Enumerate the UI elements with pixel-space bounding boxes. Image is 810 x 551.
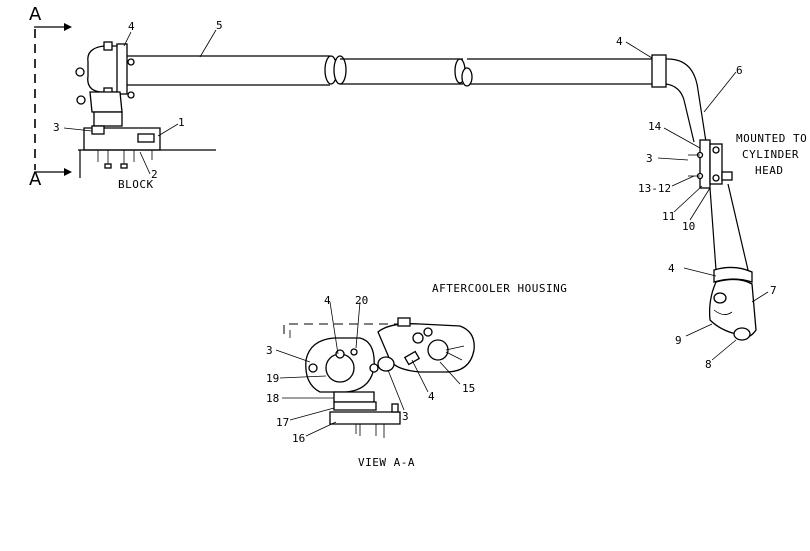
tube-5 (127, 55, 654, 87)
callout-4: 4 (616, 35, 623, 48)
callout-9: 9 (675, 334, 682, 347)
view-a-a-drawing (283, 317, 475, 438)
callout-3: 3 (53, 121, 60, 134)
callout-20: 20 (355, 294, 368, 307)
arrow-right-icon (64, 23, 72, 31)
leader-lines (63, 29, 769, 437)
callout-11: 11 (662, 210, 675, 223)
mounted-label-line1: MOUNTED TO (736, 132, 807, 145)
section-marker-bottom: A (29, 168, 72, 190)
callout-13-12: 13-12 (638, 182, 671, 195)
callout-5: 5 (216, 19, 223, 32)
callout-18: 18 (266, 392, 279, 405)
callout-17: 17 (276, 416, 289, 429)
callout-4: 4 (324, 294, 331, 307)
callout-10: 10 (682, 220, 695, 233)
left-elbow-fitting (75, 41, 161, 169)
callout-14: 14 (648, 120, 662, 133)
section-marker-top: A (29, 4, 72, 31)
right-riser (651, 54, 757, 341)
mounted-label-line2: CYLINDER (742, 148, 799, 161)
section-letter-top: A (29, 4, 42, 25)
callout-16: 16 (292, 432, 305, 445)
mounted-label-line3: HEAD (755, 164, 784, 177)
callout-15: 15 (462, 382, 475, 395)
callout-3: 3 (266, 344, 273, 357)
callout-7: 7 (770, 284, 777, 297)
callout-4: 4 (668, 262, 675, 275)
section-letter-bottom: A (29, 169, 42, 190)
callout-19: 19 (266, 372, 279, 385)
block-label: BLOCK (118, 178, 154, 191)
callout-6: 6 (736, 64, 743, 77)
callout-3: 3 (646, 152, 653, 165)
callout-3: 3 (402, 410, 409, 423)
block-outline (78, 149, 216, 178)
callout-2: 2 (151, 168, 158, 181)
view-a-a-label: VIEW A-A (358, 456, 415, 469)
arrow-right-icon (64, 168, 72, 176)
aftercooler-housing-label: AFTERCOOLER HOUSING (432, 282, 567, 295)
callout-4: 4 (128, 20, 135, 33)
callouts: 4 5 3 1 2 4 6 14 3 13-12 11 10 4 7 9 8 4… (53, 19, 777, 445)
callout-1: 1 (178, 116, 185, 129)
callout-4: 4 (428, 390, 435, 403)
callout-8: 8 (705, 358, 712, 371)
